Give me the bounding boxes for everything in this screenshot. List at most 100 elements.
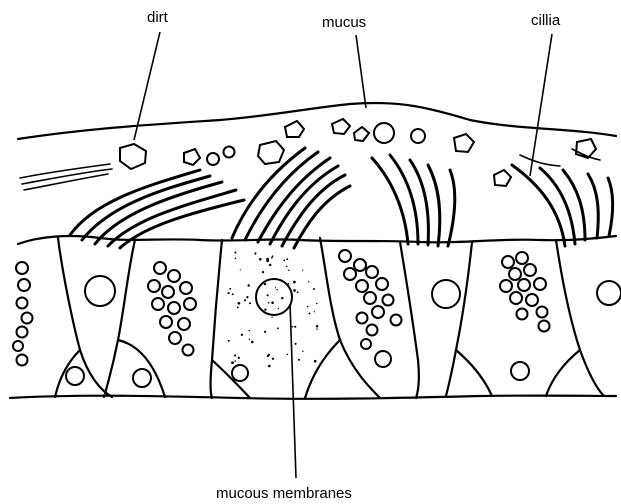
stipple-dot xyxy=(262,271,264,273)
stipple-dot xyxy=(246,296,248,298)
stipple-dot xyxy=(307,306,309,308)
stipple-dot xyxy=(288,283,289,284)
basement-membrane xyxy=(10,396,616,399)
stipple-dot xyxy=(234,360,236,362)
stipple-dot xyxy=(272,358,274,360)
stipple-dot xyxy=(281,297,283,299)
dirt-particle xyxy=(120,144,146,169)
stipple-dot xyxy=(302,270,303,271)
stipple-dot xyxy=(267,355,269,357)
dirt-particle xyxy=(374,123,394,143)
stipple-dot xyxy=(241,334,243,336)
dirt-particle xyxy=(285,121,304,137)
stipple-dot xyxy=(267,294,269,296)
pointer-cilia xyxy=(530,34,552,176)
mucus-layer-boundary xyxy=(18,103,616,139)
stipple-dot xyxy=(271,317,272,318)
dirt-particle xyxy=(207,153,219,165)
stipple-dot xyxy=(292,326,294,328)
label-dirt: dirt xyxy=(147,9,169,26)
stipple-dot xyxy=(316,328,317,329)
stipple-dot xyxy=(249,302,251,304)
mucus-streaks xyxy=(20,149,600,190)
stipple-dot xyxy=(244,299,246,301)
dirt-particle xyxy=(454,134,474,152)
stipple-dot xyxy=(248,330,249,331)
cell-nucleus xyxy=(133,369,151,387)
stipple-dot xyxy=(229,288,231,290)
stipple-dot xyxy=(293,281,296,284)
label-cilia: cillia xyxy=(531,12,561,29)
stipple-dot xyxy=(295,343,297,345)
epithelial-cells xyxy=(10,236,621,399)
stipple-dot xyxy=(268,365,271,368)
dirt-particle xyxy=(184,149,200,165)
label-mucus: mucus xyxy=(322,14,366,31)
stipple-dot xyxy=(275,287,276,288)
stipple-dot xyxy=(277,327,279,329)
cell-nucleus xyxy=(432,280,460,308)
stipple-dot xyxy=(293,289,296,292)
stipple-dot xyxy=(294,326,296,328)
cell-nucleus xyxy=(66,367,84,385)
stipple-dot xyxy=(271,301,274,304)
stipple-dot xyxy=(288,269,290,271)
cell-nucleus xyxy=(85,276,115,306)
stipple-dot xyxy=(309,312,311,314)
apical-surface xyxy=(18,236,616,244)
dirt-particle xyxy=(411,129,425,143)
stipple-dot xyxy=(272,255,274,257)
stipple-dot xyxy=(232,293,234,295)
stipple-dot xyxy=(308,281,309,282)
stipple-dot xyxy=(228,340,230,342)
stipple-dot xyxy=(283,259,285,261)
stipple-dot xyxy=(234,251,236,253)
stipple-dot xyxy=(234,354,236,356)
stipple-dot xyxy=(259,258,262,261)
stipple-dot xyxy=(228,292,230,294)
stipple-dot xyxy=(268,302,270,304)
stipple-dot xyxy=(286,258,288,260)
stipple-dot xyxy=(238,302,241,305)
stipple-dot xyxy=(314,311,315,312)
dirt-particle xyxy=(332,119,350,134)
dirt-particle xyxy=(224,147,235,158)
cell-nucleus xyxy=(511,362,529,380)
pointer-mucus xyxy=(356,35,366,108)
stipple-dot xyxy=(298,359,300,361)
stipple-dot xyxy=(240,269,241,270)
stipple-dot xyxy=(266,258,269,261)
stipple-dot xyxy=(251,341,254,344)
cell-nucleus xyxy=(256,279,292,315)
stipple-dot xyxy=(235,257,237,259)
stipple-dot xyxy=(297,291,299,293)
stipple-dot xyxy=(278,308,279,309)
stipple-dot xyxy=(237,306,239,308)
stipple-dot xyxy=(254,252,256,254)
stipple-dot xyxy=(287,354,289,356)
stipple-dot xyxy=(276,289,277,290)
stipple-dot xyxy=(316,303,318,305)
stipple-dot xyxy=(238,357,240,359)
stipple-dot xyxy=(264,331,266,333)
stipple-dot xyxy=(249,338,250,339)
stipple-dot xyxy=(314,360,317,363)
stipple-dot xyxy=(264,283,266,285)
stipple-dot xyxy=(313,288,315,290)
pointer-mucous-membranes xyxy=(290,303,296,478)
cell-nucleus xyxy=(597,281,621,305)
stipple-dot xyxy=(247,284,249,286)
stipple-dot xyxy=(316,325,319,328)
stipple-dot xyxy=(286,266,288,268)
stipple-dot xyxy=(302,350,303,351)
cell-nucleus xyxy=(375,351,391,367)
stipple-dot xyxy=(269,264,271,266)
stipple-dot xyxy=(231,361,234,364)
dirt-particle xyxy=(258,141,284,164)
dirt-particle xyxy=(354,127,369,141)
dirt-particle xyxy=(494,170,511,186)
stipple-dot xyxy=(264,309,266,311)
cell-nucleus xyxy=(232,365,248,381)
stipple-dot xyxy=(271,257,273,259)
